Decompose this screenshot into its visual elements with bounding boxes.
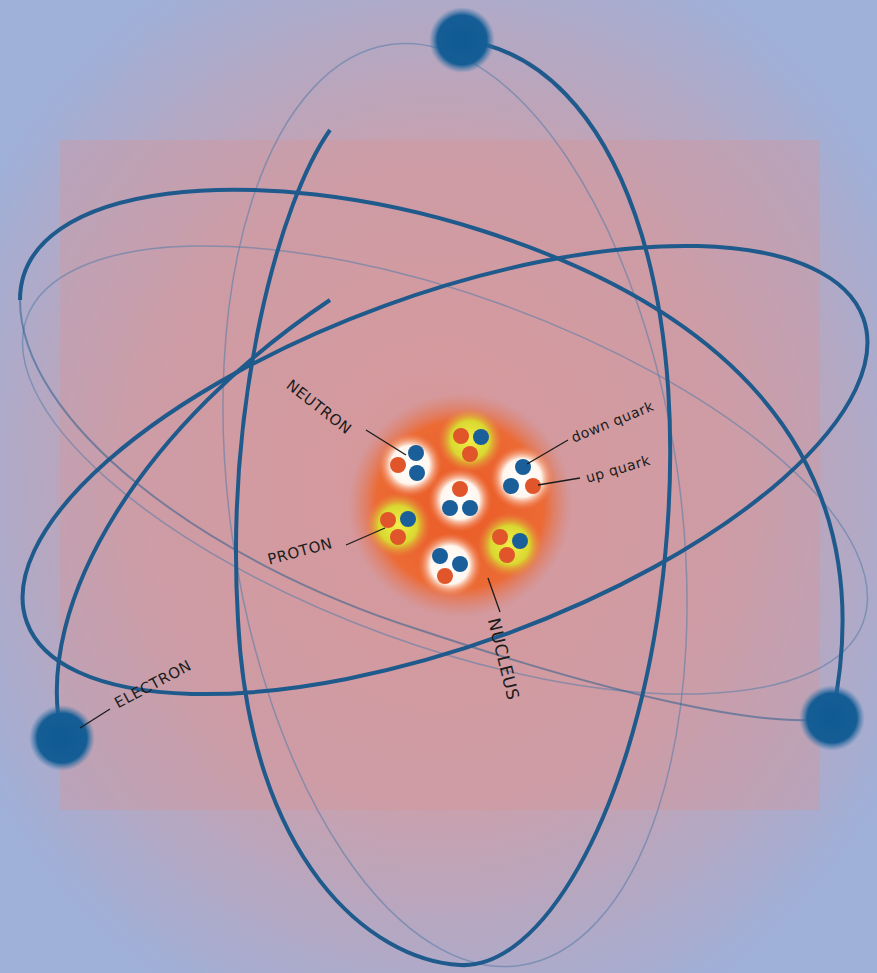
leader-lines [80,430,580,728]
